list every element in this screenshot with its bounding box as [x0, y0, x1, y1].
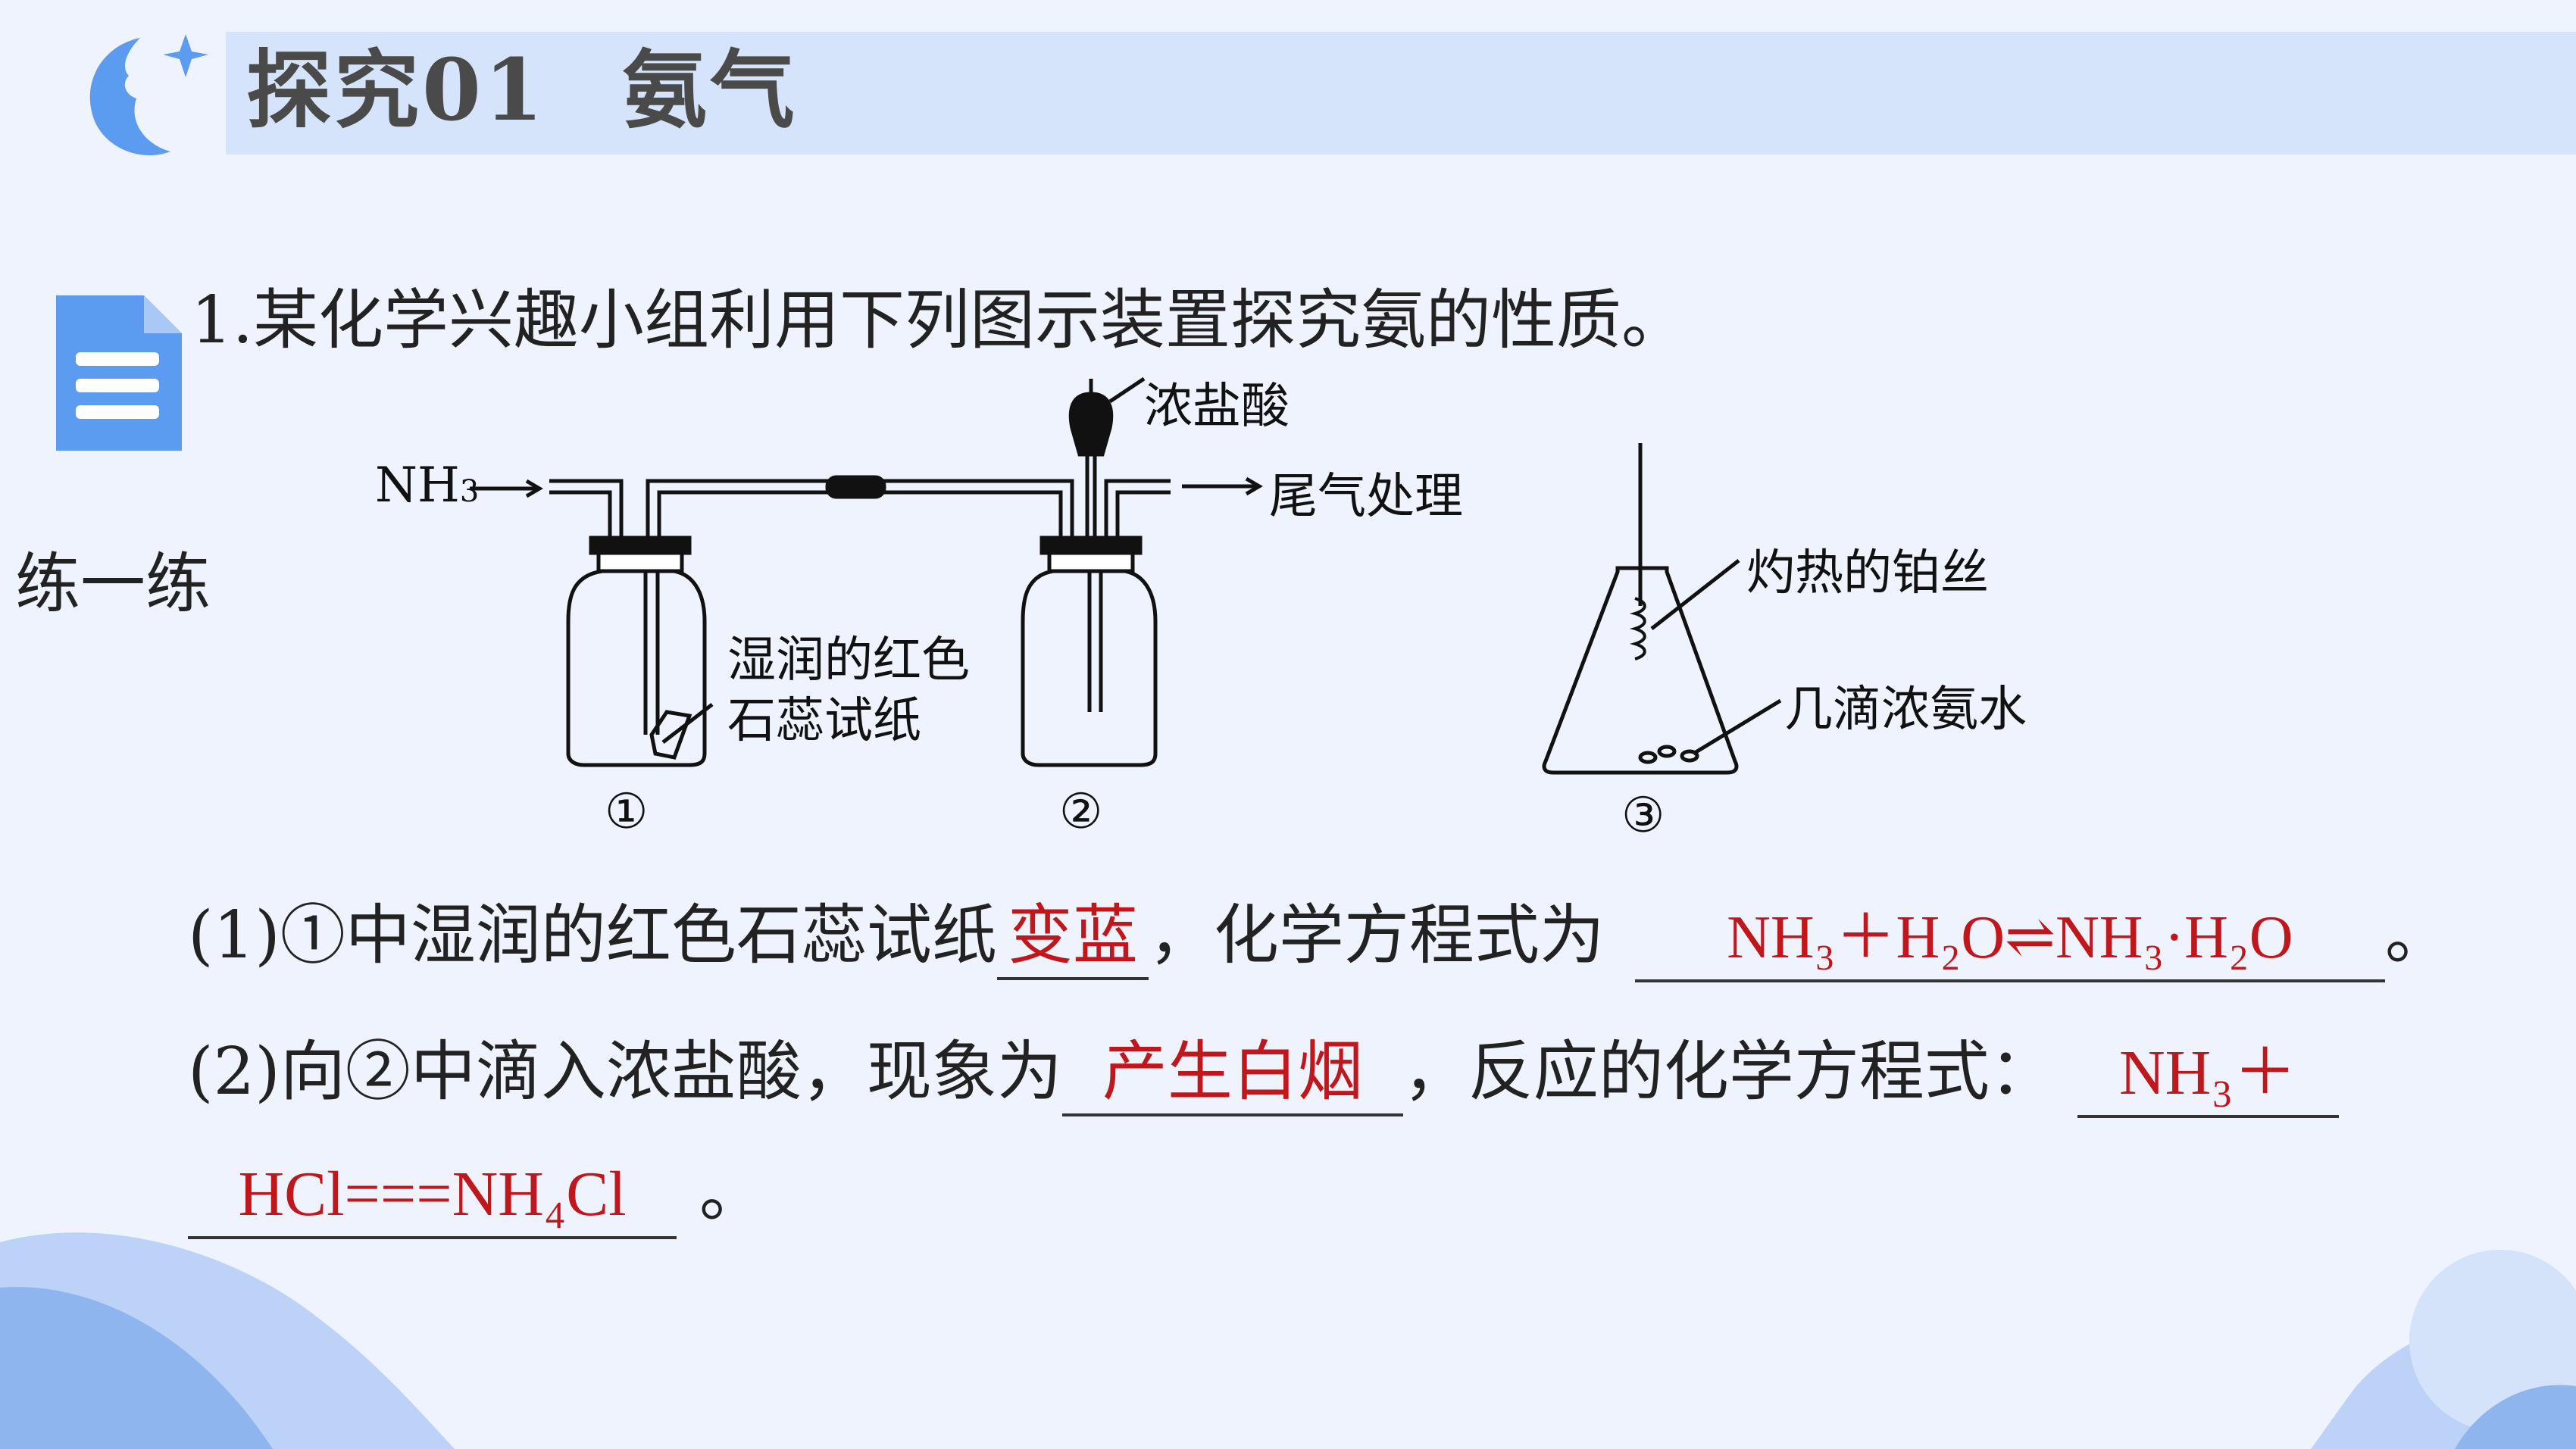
part2-answer-b2: HCl===NH₄Cl: [188, 1153, 677, 1239]
question-intro: 1.某化学兴趣小组利用下列图示装置探究氨的性质。: [191, 283, 1687, 358]
part2-answer-a: 产生白烟: [1061, 1030, 1403, 1116]
part2-text-a: (2)向②中滴入浓盐酸，现象为: [188, 1034, 1062, 1110]
part2-text-b: ，反应的化学方程式：: [1402, 1034, 2055, 1110]
title-bar: [226, 32, 2576, 155]
apparatus-figure: [470, 376, 1782, 775]
part1-text-b: ，化学方程式为: [1148, 898, 1605, 973]
litmus-label-1: 湿润的红色: [727, 632, 970, 689]
part1-end: 。: [2384, 898, 2450, 973]
tail-gas-label: 尾气处理: [1269, 469, 1463, 525]
conc-hcl-label: 浓盐酸: [1144, 379, 1290, 435]
hot-platinum-label: 灼热的铂丝: [1746, 545, 1989, 601]
title-prefix: 探究01: [246, 41, 546, 140]
nh3-label: NH3: [375, 457, 479, 514]
part2-end: 。: [699, 1155, 764, 1231]
apparatus-number-3: ③: [1621, 788, 1665, 844]
part1-answer-b: NH₃＋H₂O⇌NH₃·H₂O: [1634, 896, 2385, 982]
part2-line-2: HCl===NH₄Cl 。: [188, 1151, 764, 1239]
moon-face-icon: [89, 34, 208, 156]
part2-answer-b1: NH₃＋: [2077, 1032, 2339, 1118]
part2-line: (2)向②中滴入浓盐酸，现象为产生白烟，反应的化学方程式： NH₃＋: [188, 1030, 2339, 1118]
practice-label: 练一练: [15, 546, 211, 622]
ammonia-drops-label: 几滴浓氨水: [1784, 682, 2027, 738]
nh3-text: NH: [375, 457, 460, 514]
part1-text-a: (1)①中湿润的红色石蕊试纸: [188, 898, 997, 973]
part1-line: (1)①中湿润的红色石蕊试纸变蓝，化学方程式为 NH₃＋H₂O⇌NH₃·H₂O。: [188, 894, 2450, 982]
nh3-subscript: 3: [459, 474, 480, 509]
page-title: 探究01 氨气: [246, 38, 798, 144]
litmus-label-2: 石蕊试纸: [727, 693, 921, 749]
title-topic: 氨气: [621, 41, 798, 140]
apparatus-number-1: ①: [605, 784, 649, 840]
apparatus-number-2: ②: [1059, 784, 1103, 840]
part1-answer-a: 变蓝: [996, 894, 1149, 980]
document-icon: [56, 295, 182, 451]
